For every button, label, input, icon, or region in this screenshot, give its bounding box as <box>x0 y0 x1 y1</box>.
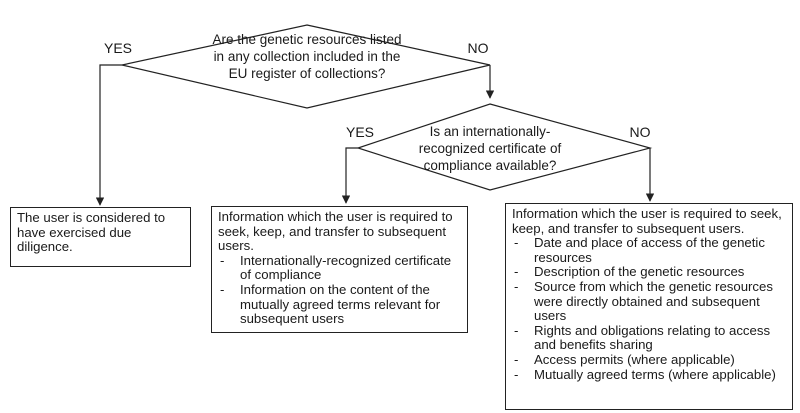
decision1-question: Are the genetic resources listed in any … <box>212 32 402 81</box>
outcome-right-item: Date and place of access of the genetic … <box>512 235 786 265</box>
outcome-right-item: Source from which the genetic resources … <box>512 279 786 324</box>
decision1-yes-label: YES <box>103 40 132 56</box>
outcome-right-item: Mutually agreed terms (where applicable) <box>512 367 786 383</box>
yes-connector-1 <box>95 64 122 206</box>
outcome-right-item: Access permits (where applicable) <box>512 352 786 368</box>
outcome-right-list: Date and place of access of the genetic … <box>512 235 786 383</box>
decision-diamond-2 <box>356 103 653 191</box>
outcome-right-item: Rights and obligations relating to acces… <box>512 323 786 353</box>
decision2-question: Is an internationally-recognized certifi… <box>418 124 562 173</box>
outcome-left-text: The user is considered to have exercised… <box>17 210 166 255</box>
outcome-right-item: Description of the genetic resources <box>512 265 786 280</box>
outcome-left-box: The user is considered to have exercised… <box>10 207 191 267</box>
decision2-yes-label: YES <box>345 124 374 140</box>
outcome-middle-box: Information which the user is required t… <box>211 206 468 333</box>
yes-connector-2 <box>341 147 358 204</box>
outcome-right-box: Information which the user is required t… <box>505 203 793 410</box>
outcome-right-intro: Information which the user is required t… <box>512 206 782 236</box>
decision2-no-label: NO <box>629 124 651 140</box>
decision-diamond-1 <box>121 24 491 109</box>
outcome-middle-list: Internationally-recognized certificate o… <box>218 253 461 327</box>
outcome-middle-item: Internationally-recognized certificate o… <box>218 253 461 283</box>
decision1-no-label: NO <box>467 40 489 56</box>
outcome-middle-intro: Information which the user is required t… <box>218 209 453 254</box>
outcome-middle-item: Information on the content of the mutual… <box>218 282 461 327</box>
